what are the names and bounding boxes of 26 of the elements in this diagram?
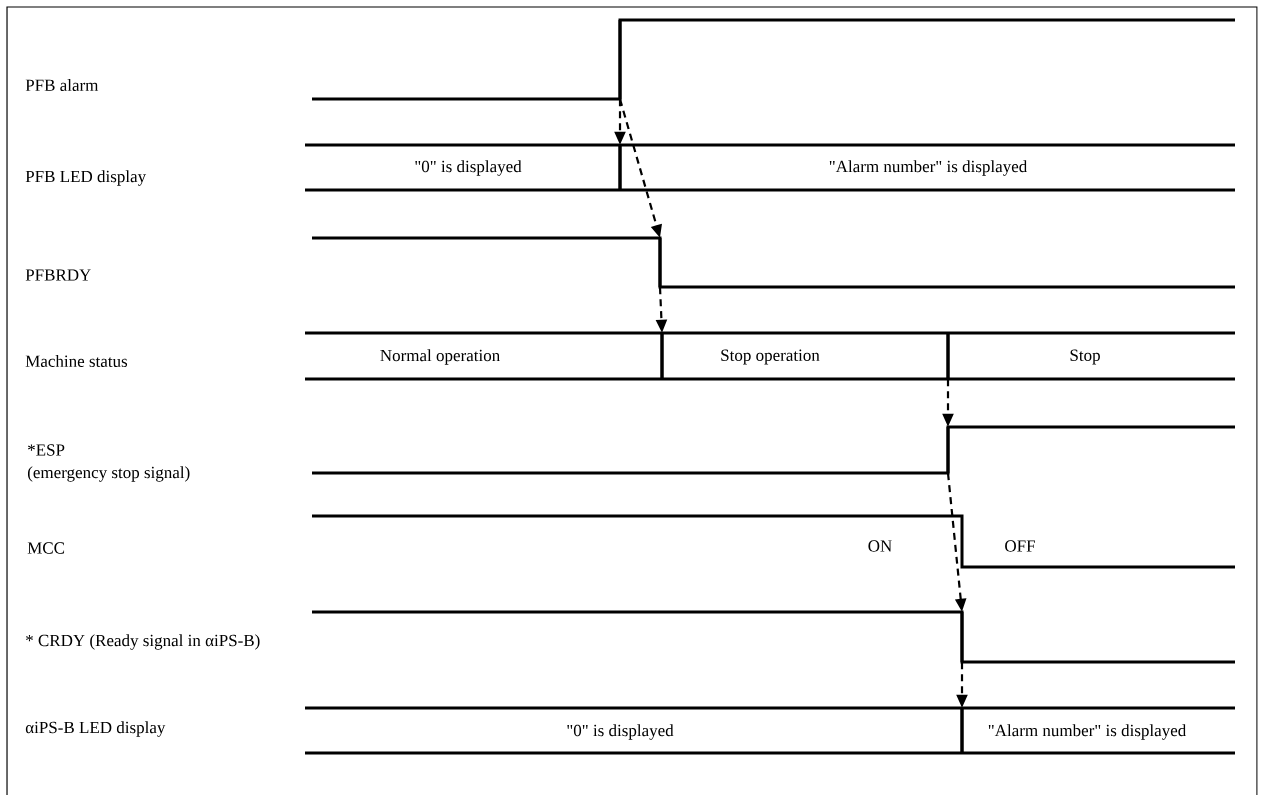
signal-name: *ESP (28, 444, 65, 456)
signal-name: MCC (27, 542, 65, 554)
signal-name: Machine status (25, 355, 128, 367)
signal-name: αiPS-B LED display (25, 721, 166, 737)
state-label: ON (868, 540, 892, 552)
transition-edge (946, 333, 950, 379)
state-label: Stop operation (721, 349, 820, 365)
signal-name: * CRDY (Ready signal in αiPS-B) (26, 634, 260, 650)
signal-name: PFBRDY (25, 269, 91, 281)
state-label: OFF (1005, 540, 1035, 552)
transition-edge (658, 238, 662, 287)
transition-edge (618, 20, 622, 99)
state-label: Stop (1070, 349, 1100, 365)
state-label: "0" is displayed (567, 724, 674, 740)
signal-name: PFB LED display (25, 170, 147, 186)
signal-name: (emergency stop signal) (27, 466, 190, 482)
state-label: Normal operation (380, 349, 500, 365)
state-label: "Alarm number" is displayed (829, 160, 1028, 176)
transition-edge (960, 708, 964, 753)
state-label: "Alarm number" is displayed (988, 724, 1187, 740)
state-label: "0" is displayed (415, 160, 522, 176)
signal-name: PFB alarm (25, 79, 99, 91)
transition-edge (660, 333, 664, 379)
transition-edge (618, 145, 622, 190)
transition-edge (946, 427, 950, 473)
transition-edge (960, 612, 964, 662)
